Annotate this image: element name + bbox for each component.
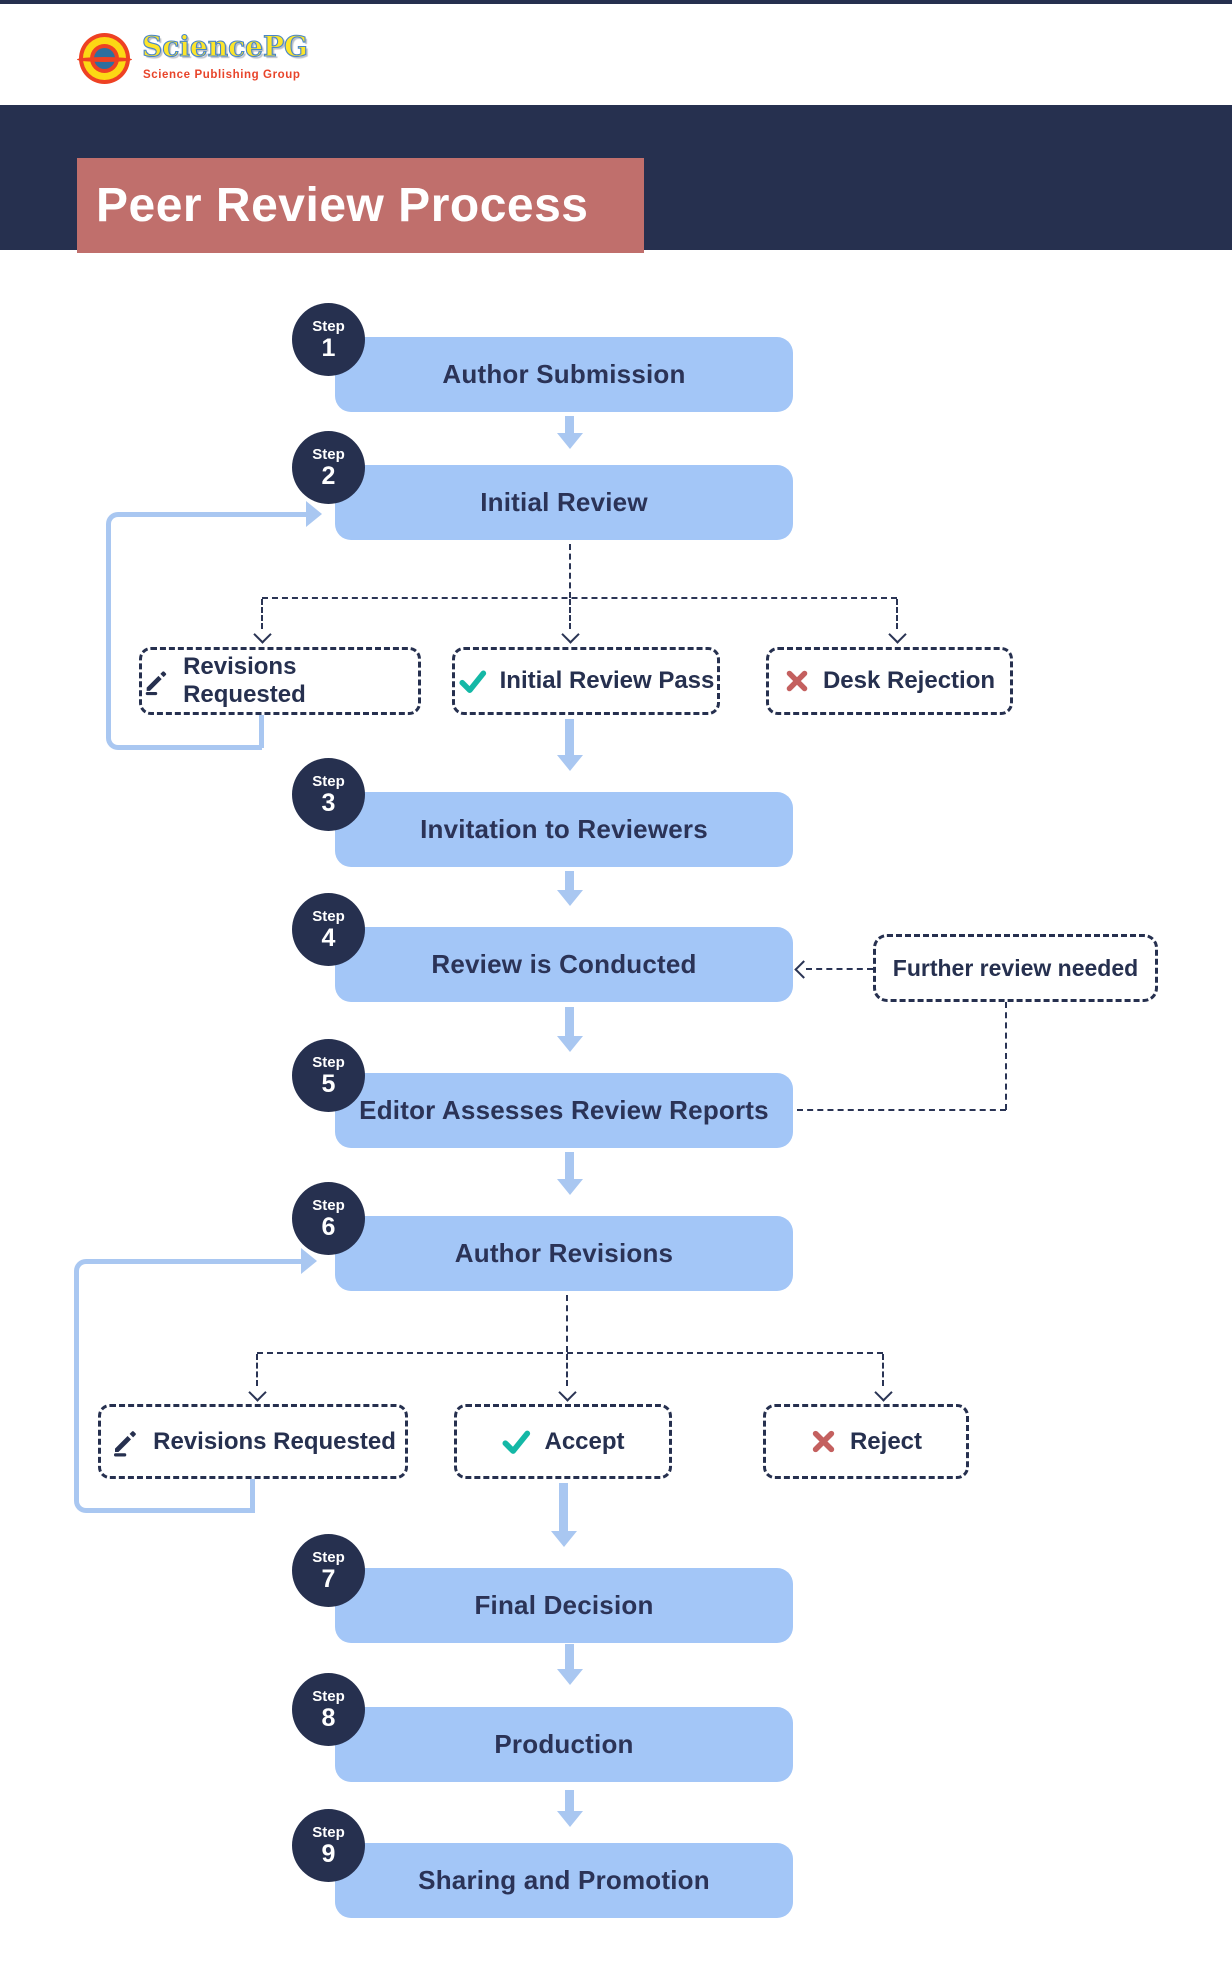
dashed-drop-desk-rejection xyxy=(896,599,898,629)
dashed-drop-initial-review xyxy=(569,544,571,598)
step-box-author-revisions: Author Revisions xyxy=(335,1216,793,1291)
title-banner: Peer Review Process xyxy=(77,158,644,253)
option-revisions-requested-1: Revisions Requested xyxy=(139,647,421,715)
sciencepg-logo-icon xyxy=(77,33,132,84)
loop1-stub xyxy=(259,715,264,748)
check-icon xyxy=(459,670,486,693)
sciencepg-logo: SciencePG Science Publishing Group xyxy=(77,29,409,86)
note-label: Further review needed xyxy=(892,954,1139,981)
note-further-review-needed: Further review needed xyxy=(873,934,1158,1002)
chevron-arrow-icon xyxy=(558,1383,577,1402)
option-label: Desk Rejection xyxy=(822,667,996,694)
chevron-arrow-icon xyxy=(874,1383,893,1402)
arrow-step1-to-step2 xyxy=(556,416,583,449)
logo-wordmark: SciencePG xyxy=(141,29,308,63)
dashed-drop-initial-review-pass xyxy=(569,599,571,629)
step-box-editor-assesses-review-reports: Editor Assesses Review Reports xyxy=(335,1073,793,1148)
x-cross-icon xyxy=(812,1430,835,1453)
x-cross-icon xyxy=(786,670,808,692)
option-accept: Accept xyxy=(454,1404,672,1479)
pencil-edit-icon xyxy=(114,1430,136,1456)
arrow-pass-to-step3 xyxy=(556,719,583,771)
dashed-drop-author-revisions xyxy=(566,1295,568,1352)
loop1-path xyxy=(106,512,262,750)
loop1-arrowhead-icon xyxy=(306,501,322,527)
chevron-arrow-icon xyxy=(888,625,907,644)
page-title: Peer Review Process xyxy=(96,179,589,232)
chevron-arrow-icon xyxy=(561,625,580,644)
step-box-final-decision: Final Decision xyxy=(335,1568,793,1643)
step-box-initial-review: Initial Review xyxy=(335,465,793,540)
option-label: Reject xyxy=(849,1427,923,1455)
step-box-review-is-conducted: Review is Conducted xyxy=(335,927,793,1002)
option-reject: Reject xyxy=(763,1404,969,1479)
dashed-note-vertical xyxy=(1005,1002,1007,1110)
loop2-arrowhead-icon xyxy=(301,1248,317,1274)
logo-tagline: Science Publishing Group xyxy=(143,69,301,81)
dashed-rail-initial-review xyxy=(262,597,897,599)
top-accent-line xyxy=(0,0,1232,4)
pencil-edit-icon xyxy=(145,670,167,695)
chevron-arrow-icon xyxy=(794,960,813,979)
step-box-author-submission: Author Submission xyxy=(335,337,793,412)
step-box-production: Production xyxy=(335,1707,793,1782)
option-label: Accept xyxy=(544,1427,625,1455)
step-box-invitation-to-reviewers: Invitation to Reviewers xyxy=(335,792,793,867)
loop2-stub xyxy=(250,1479,255,1513)
option-label: Revisions Requested xyxy=(183,653,306,708)
check-icon xyxy=(502,1430,531,1454)
option-revisions-requested-2: Revisions Requested xyxy=(98,1404,408,1479)
dashed-drop-revisions-requested-1 xyxy=(261,599,263,629)
option-initial-review-pass: Initial Review Pass xyxy=(452,647,720,715)
arrow-step8-to-step9 xyxy=(556,1790,583,1827)
arrow-step5-to-step6 xyxy=(556,1152,583,1195)
arrow-step7-to-step8 xyxy=(556,1644,583,1685)
option-label: Initial Review Pass xyxy=(499,667,715,694)
dashed-note-to-step4 xyxy=(806,968,873,970)
logo-bar xyxy=(77,57,132,62)
loop2-path xyxy=(74,1259,253,1513)
option-label: Revisions Requested xyxy=(153,1427,396,1455)
option-desk-rejection: Desk Rejection xyxy=(766,647,1013,715)
dashed-drop-accept xyxy=(566,1354,568,1386)
dashed-drop-revisions-requested-2 xyxy=(256,1354,258,1386)
loop1-top-segment xyxy=(260,512,306,517)
step-box-sharing-and-promotion: Sharing and Promotion xyxy=(335,1843,793,1918)
loop2-top-segment xyxy=(251,1259,301,1264)
dashed-rail-decision xyxy=(257,1352,883,1354)
dashed-drop-reject xyxy=(882,1354,884,1386)
arrow-accept-to-step7 xyxy=(550,1483,577,1547)
arrow-step4-to-step5 xyxy=(556,1007,583,1052)
arrow-step3-to-step4 xyxy=(556,871,583,906)
dashed-step5-to-note xyxy=(797,1109,1006,1111)
